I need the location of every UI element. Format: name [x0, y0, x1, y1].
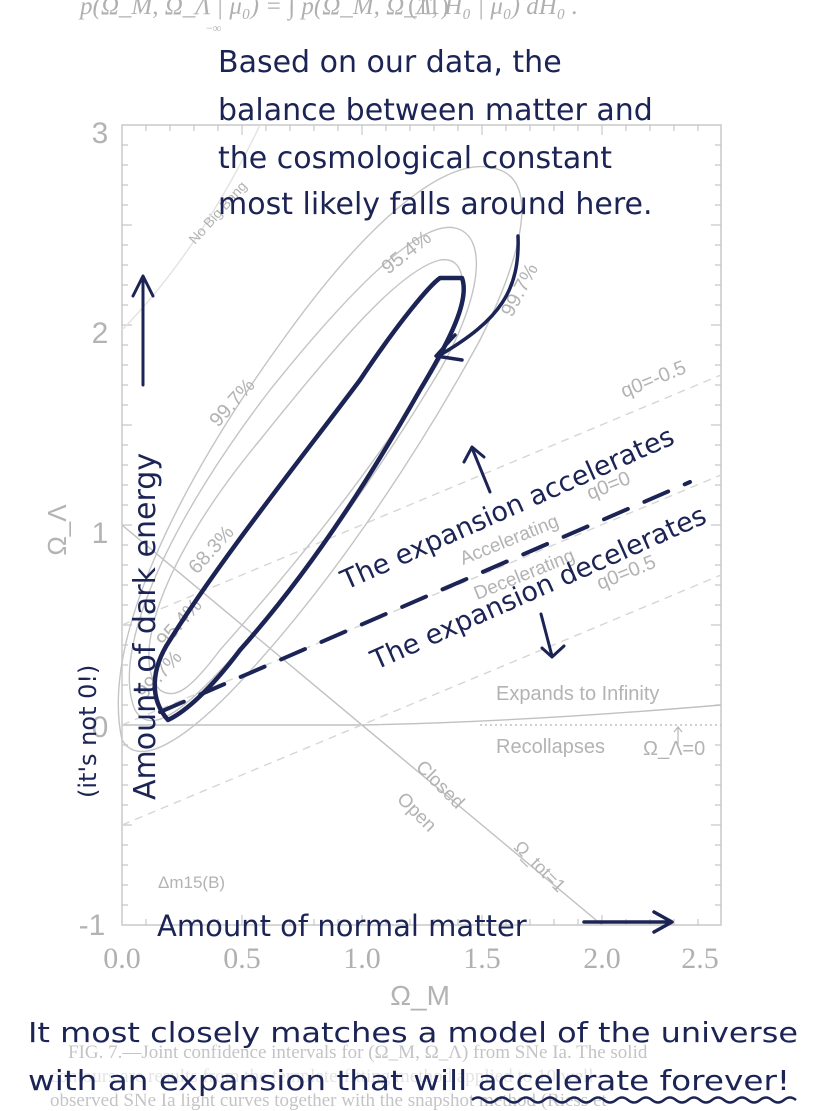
- x-hand-label: Amount of normal matter: [157, 909, 527, 943]
- top-note-line-3: the cosmological constant: [218, 141, 612, 176]
- y-tick-0: 0: [92, 711, 109, 744]
- q0-05-line: [121, 574, 722, 826]
- contour-99: [117, 165, 523, 753]
- x-tick-2: 2.0: [583, 942, 621, 975]
- squiggle-underline: [471, 1096, 797, 1104]
- up-arrow-small-icon: [673, 726, 683, 745]
- bottom-note: It most closely matches a model of the u…: [26, 1015, 802, 1104]
- bottom-note-line-1: It most closely matches a model of the u…: [28, 1016, 798, 1049]
- label-omega-lambda-0: Ω_Λ=0: [643, 738, 705, 760]
- label-recollapses: Recollapses: [496, 736, 605, 758]
- top-note-line-4: most likely falls around here.: [218, 187, 653, 222]
- x-tick-0: 0.0: [103, 942, 141, 975]
- curved-arrow-icon: [438, 234, 520, 357]
- label-omega-tot-1: Ω_tot=1: [509, 837, 569, 897]
- x-right-arrow-icon: [582, 910, 674, 934]
- bottom-note-line-2: with an expansion that will accelerate f…: [28, 1064, 790, 1097]
- top-note-line-1: Based on our data, the: [218, 45, 562, 80]
- equation-number: (11): [408, 0, 449, 20]
- label-open: Open: [392, 789, 440, 837]
- arrow-head-icon: [434, 333, 464, 362]
- y-up-arrow-icon: [131, 274, 155, 387]
- no-big-bang-boundary: [121, 124, 261, 331]
- x-tick-25: 2.5: [681, 942, 719, 975]
- label-99-right: 99.7%: [497, 260, 543, 321]
- q0-neg05-line: [121, 374, 722, 626]
- label-95-top: 95.4%: [378, 227, 436, 279]
- top-note-line-2: balance between matter and: [218, 93, 653, 128]
- x-tick-05: 0.5: [223, 942, 261, 975]
- axis-ticks: [122, 125, 721, 925]
- label-expands-to-infinity: Expands to Infinity: [496, 683, 659, 705]
- y-tick-3: 3: [92, 117, 109, 150]
- y-axis-label: Ω_Λ: [42, 504, 72, 556]
- contour-68: [148, 259, 464, 695]
- y-hand-sub-label: (it's not 0!): [74, 665, 102, 798]
- x-tick-1: 1.0: [343, 942, 381, 975]
- equation-text: p(Ω_M, Ω_Λ | μ₀) = ∫ p(Ω_M, Ω_Λ, H₀ | μ₀…: [78, 0, 578, 21]
- down-arrow-icon: [539, 612, 566, 659]
- y-hand-label: Amount of dark energy: [128, 453, 163, 800]
- label-delta-m15: Δm15(B): [158, 873, 225, 892]
- x-axis-label: Ω_M: [390, 980, 450, 1011]
- caption-line-1: FIG. 7.—Joint confidence intervals for (…: [68, 1042, 648, 1063]
- y-tick-1: 1: [92, 517, 109, 550]
- label-q0-neg05: q0=-0.5: [618, 357, 690, 403]
- equation-header: p(Ω_M, Ω_Λ | μ₀) = ∫ p(Ω_M, Ω_Λ, H₀ | μ₀…: [78, 0, 578, 35]
- y-tick-neg1: -1: [79, 909, 106, 942]
- y-tick-2: 2: [92, 317, 109, 350]
- equation-lower-limit: −∞: [206, 21, 221, 35]
- label-99-upper: 99.7%: [205, 374, 259, 431]
- q0-zero-hand-dashed-line: [158, 480, 692, 714]
- x-tick-labels: 0.0 0.5 1.0 1.5 2.0 2.5: [103, 942, 719, 975]
- y-tick-labels: 3 2 1 0 -1: [79, 117, 109, 942]
- up-arrow-icon: [462, 445, 492, 494]
- caption-line-3: observed SNe Ia light curves together wi…: [50, 1090, 607, 1111]
- x-tick-15: 1.5: [463, 942, 501, 975]
- expands-recollapses-boundary: [122, 704, 722, 726]
- highlight-loop: [152, 275, 466, 723]
